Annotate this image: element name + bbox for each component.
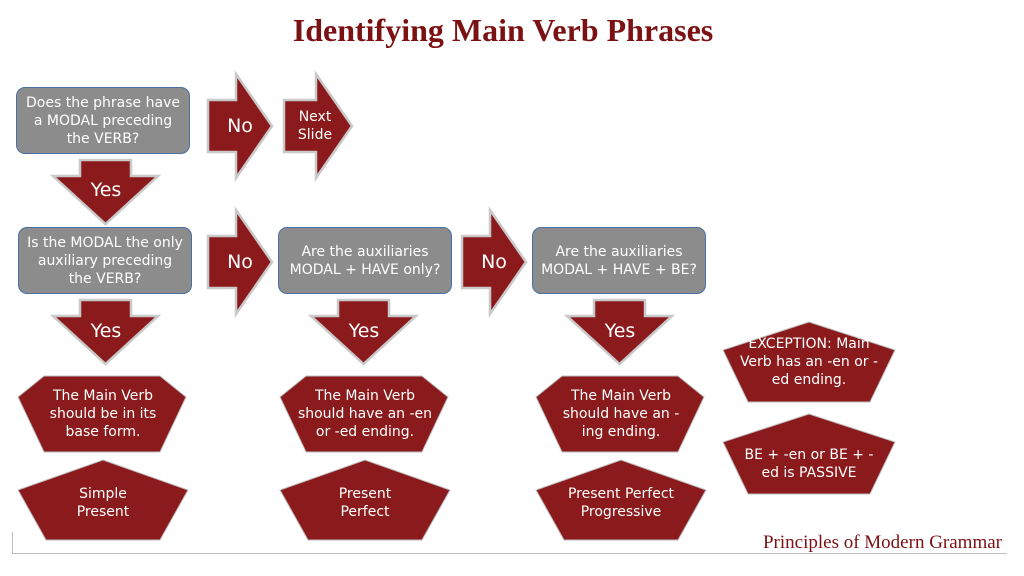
question-modal-have-be-box: Are the auxiliaries MODAL + HAVE + BE?: [532, 227, 706, 294]
result-ing: The Main Verb should have an -ing ending…: [562, 388, 680, 440]
tense-pentagon-1: [17, 459, 189, 541]
no-arrow-row2-b: [460, 205, 528, 319]
question-modal-box: Does the phrase have a MODAL preceding t…: [16, 87, 190, 154]
next-slide-label[interactable]: Next Slide: [297, 109, 333, 143]
footer-divider: [12, 553, 1007, 554]
result-pentagon-1: [17, 375, 187, 453]
result-en-ed: The Main Verb should have an -en or -ed …: [297, 388, 433, 440]
yes-label-1: Yes: [90, 179, 122, 201]
exception-pentagon: [722, 321, 896, 403]
result-base-form: The Main Verb should be in its base form…: [49, 388, 157, 440]
tense-pentagon-3: [535, 459, 707, 541]
tense-simple-present: Simple Present: [76, 486, 130, 520]
footer-text: Principles of Modern Grammar: [762, 532, 1002, 553]
passive-note: BE + -en or BE + -ed is PASSIVE: [744, 447, 874, 481]
tense-present-perfect: Present Perfect: [338, 486, 392, 520]
yes-label-2: Yes: [90, 320, 122, 342]
no-label-row2-b: No: [481, 251, 507, 273]
question-modal-have-box: Are the auxiliaries MODAL + HAVE only?: [278, 227, 452, 294]
page-title: Identifying Main Verb Phrases: [292, 12, 714, 48]
yes-arrow-2: [49, 298, 162, 366]
footer-corner-line: [12, 532, 13, 553]
no-arrow-row2-a: [206, 205, 274, 319]
no-label-row2-a: No: [227, 251, 253, 273]
yes-arrow-3: [307, 298, 420, 366]
yes-label-3: Yes: [348, 320, 380, 342]
yes-label-4: Yes: [604, 320, 636, 342]
question-only-aux-box: Is the MODAL the only auxiliary precedin…: [18, 227, 192, 294]
yes-arrow-1: [49, 158, 162, 226]
result-pentagon-3: [535, 375, 705, 453]
result-pentagon-2: [279, 375, 449, 453]
no-label-row1: No: [227, 115, 253, 137]
next-slide-arrow: [282, 69, 354, 183]
yes-arrow-4: [563, 298, 676, 366]
passive-pentagon: [722, 413, 896, 495]
no-arrow-row1: [206, 69, 274, 183]
tense-pentagon-2: [279, 459, 451, 541]
tense-present-perfect-progressive: Present Perfect Progressive: [567, 486, 675, 520]
exception-note: EXCEPTION: Main Verb has an -en or -ed e…: [739, 336, 879, 388]
